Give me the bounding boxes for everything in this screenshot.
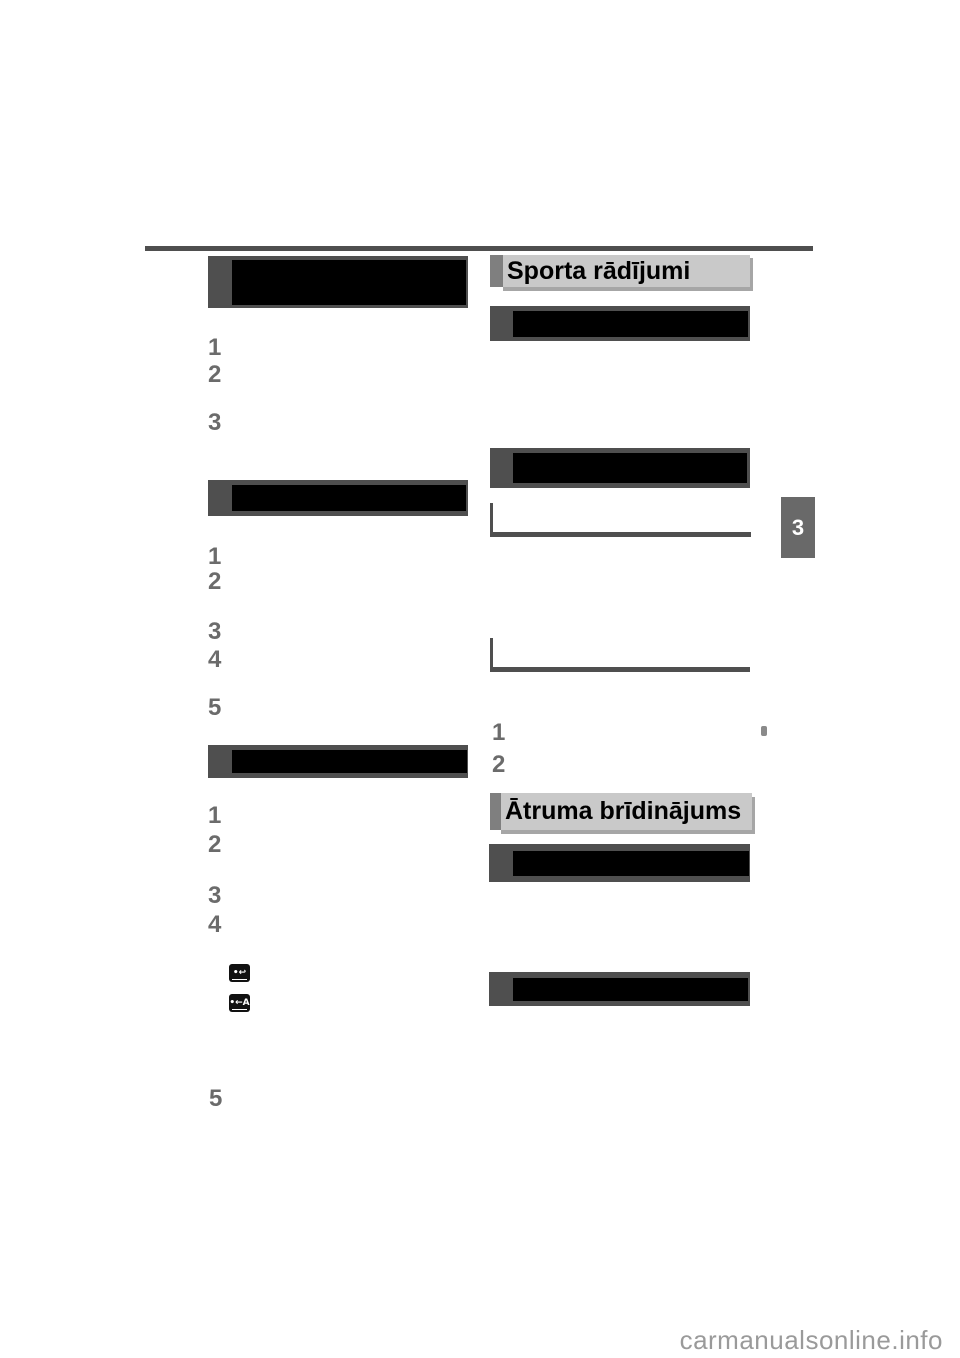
chapter-tab: 3 — [781, 497, 815, 558]
list-number: 4 — [208, 646, 222, 673]
heading-accent-bar — [490, 793, 501, 830]
heading-accent-bar — [490, 255, 503, 287]
redacted-heading-fill — [232, 750, 467, 773]
section-heading-label: Ātruma brīdinājums — [501, 793, 752, 830]
list-number: 5 — [208, 694, 222, 721]
list-number: 1 — [208, 334, 222, 361]
trip-a-icon-glyph: •←A — [229, 994, 250, 1012]
section-heading-label: Sporta rādījumi — [503, 255, 750, 287]
redacted-subheading-fill — [513, 453, 747, 483]
list-number: 1 — [208, 802, 222, 829]
redacted-heading-box — [208, 745, 468, 778]
watermark: carmanualsonline.info — [679, 1325, 943, 1355]
list-number: 1 — [208, 543, 222, 570]
redacted-heading-fill — [232, 260, 466, 305]
section-heading-sport: Sporta rādījumi — [490, 255, 756, 291]
top-rule — [145, 246, 813, 251]
list-number: 3 — [208, 618, 222, 645]
heading-shadow — [503, 287, 753, 291]
list-number: 3 — [208, 882, 222, 909]
list-number: 2 — [492, 751, 506, 778]
redacted-subheading-fill — [513, 978, 748, 1001]
redacted-subheading-box — [490, 306, 750, 341]
section-heading-speed: Ātruma brīdinājums — [490, 793, 758, 834]
list-number: 2 — [208, 831, 222, 858]
redacted-subheading-fill — [513, 311, 748, 337]
list-number: 5 — [209, 1085, 223, 1112]
table-border-left — [490, 638, 493, 672]
list-number: 1 — [492, 719, 506, 746]
stray-mark — [761, 726, 767, 736]
redacted-subheading-box — [489, 972, 750, 1006]
trip-a-icon: •←A — [226, 990, 253, 1017]
redacted-heading-box — [208, 256, 468, 308]
list-number: 2 — [208, 568, 222, 595]
trip-reset-icon: •↩ — [226, 960, 253, 987]
trip-reset-icon-glyph: •↩ — [229, 964, 250, 982]
list-number: 2 — [208, 361, 222, 388]
list-number: 3 — [208, 409, 222, 436]
heading-shadow — [750, 258, 753, 287]
table-border-left — [490, 503, 493, 537]
redacted-subheading-box — [489, 844, 750, 882]
redacted-heading-fill — [232, 485, 466, 511]
redacted-subheading-fill — [513, 851, 749, 876]
table-border-bottom — [490, 667, 750, 672]
list-number: 4 — [208, 911, 222, 938]
table-border-bottom — [490, 532, 751, 537]
redacted-heading-box — [208, 480, 468, 516]
heading-shadow — [501, 830, 755, 834]
heading-shadow — [752, 797, 755, 830]
redacted-subheading-box — [490, 448, 750, 488]
